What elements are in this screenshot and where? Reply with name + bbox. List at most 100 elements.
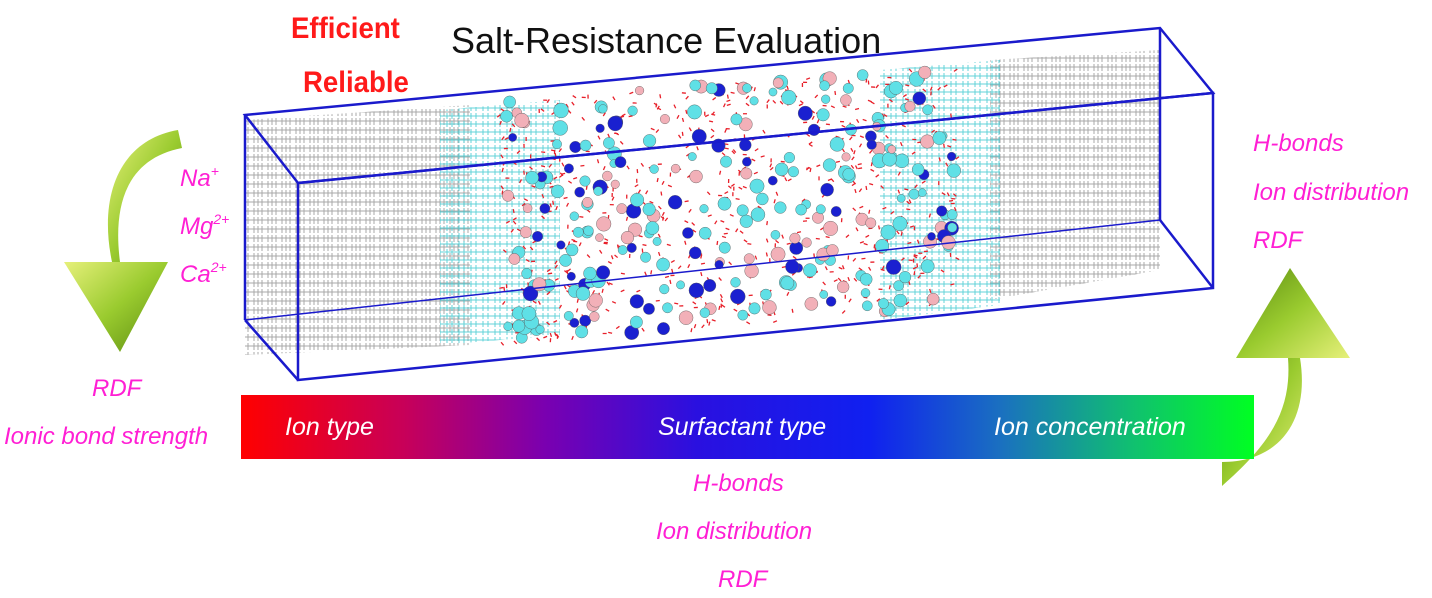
ion-sphere <box>736 204 749 217</box>
water-molecule <box>688 208 692 213</box>
water-molecule <box>657 107 662 111</box>
water-molecule <box>904 98 910 101</box>
water-molecule <box>591 290 596 295</box>
water-molecule <box>501 190 504 195</box>
ion-sphere <box>552 139 562 150</box>
water-molecule <box>876 298 881 302</box>
ion-sphere <box>630 315 643 329</box>
ion-sphere <box>582 196 593 208</box>
water-molecule <box>841 124 846 128</box>
water-molecule <box>901 124 906 128</box>
water-molecule <box>611 300 617 304</box>
water-molecule <box>847 276 851 282</box>
ion-sphere <box>627 105 638 116</box>
ion-sphere <box>630 192 645 207</box>
ion-sphere <box>946 209 958 220</box>
water-molecule <box>878 225 881 230</box>
water-molecule <box>765 252 768 257</box>
water-molecule <box>858 267 863 271</box>
water-molecule <box>718 277 722 281</box>
water-molecule <box>642 244 647 247</box>
water-molecule <box>549 332 553 338</box>
ion-sphere <box>514 112 530 128</box>
ion-sphere <box>676 280 685 290</box>
ion-sphere <box>512 319 526 333</box>
water-molecule <box>500 185 504 190</box>
water-molecule <box>650 270 653 275</box>
water-molecule <box>808 141 813 145</box>
water-molecule <box>681 117 685 123</box>
water-molecule <box>870 101 875 105</box>
water-molecule <box>670 259 675 263</box>
ion-sphere <box>880 224 896 240</box>
ion-sphere <box>670 163 681 174</box>
water-molecule <box>792 255 797 260</box>
water-molecule <box>661 180 665 185</box>
water-molecule <box>553 320 558 323</box>
ion-sphere <box>783 152 795 164</box>
water-molecule <box>953 68 958 72</box>
ion-sphere <box>521 306 537 321</box>
ion-sphere <box>826 244 839 257</box>
water-molecule <box>662 216 665 221</box>
ion-sphere <box>840 94 852 106</box>
ion-sphere <box>823 220 839 236</box>
water-molecule <box>917 274 922 279</box>
water-molecule <box>597 135 601 140</box>
ion-sphere <box>781 89 797 106</box>
water-molecule <box>865 234 870 238</box>
water-molecule <box>730 91 735 94</box>
water-molecule <box>593 99 598 104</box>
water-molecule <box>850 164 855 169</box>
ion-sphere <box>744 263 759 279</box>
bottom-output-hbonds: H-bonds <box>693 470 784 497</box>
ion-sphere <box>865 217 877 229</box>
ion-sphere <box>703 279 717 292</box>
water-molecule <box>638 235 643 238</box>
water-molecule <box>806 133 811 137</box>
ion-sphere <box>740 167 753 180</box>
water-molecule <box>786 291 790 296</box>
water-molecule <box>596 159 600 164</box>
ion-sphere <box>593 186 603 196</box>
ion-sphere <box>699 204 709 214</box>
water-molecule <box>916 239 920 244</box>
water-molecule <box>516 228 522 232</box>
water-molecule <box>721 304 726 308</box>
water-molecule <box>938 157 941 162</box>
ion-sphere <box>841 152 851 162</box>
ion-sphere <box>819 80 830 91</box>
water-molecule <box>735 228 739 233</box>
water-molecule <box>720 219 725 223</box>
ion-sphere <box>936 205 948 217</box>
water-molecule <box>688 127 692 132</box>
water-molecule <box>572 95 577 99</box>
ion-sphere <box>565 243 579 257</box>
water-molecule <box>567 109 572 114</box>
water-molecule <box>661 211 665 217</box>
ion-sphere <box>770 230 781 240</box>
water-molecule <box>628 115 633 118</box>
water-molecule <box>747 242 752 245</box>
ion-sphere <box>739 138 752 152</box>
ion-sphere <box>822 158 837 172</box>
water-molecule <box>854 107 860 111</box>
factor-gradient-bar: Ion type Surfactant type Ion concentrati… <box>241 395 1254 459</box>
ion-sphere <box>946 163 961 178</box>
water-molecule <box>733 308 738 312</box>
water-molecule <box>928 213 932 218</box>
water-molecule <box>549 203 552 208</box>
ion-sphere <box>595 123 605 133</box>
water-molecule <box>673 104 677 109</box>
ion-sphere <box>730 277 741 288</box>
ion-sphere <box>774 201 787 214</box>
ion-sphere <box>768 175 778 186</box>
water-molecule <box>607 133 611 138</box>
ion-sphere <box>815 204 826 215</box>
water-molecule <box>645 190 649 195</box>
water-molecule <box>950 283 955 286</box>
water-molecule <box>641 327 645 332</box>
ion-sphere <box>842 82 854 94</box>
curved-arrow-up-icon <box>1222 268 1350 486</box>
